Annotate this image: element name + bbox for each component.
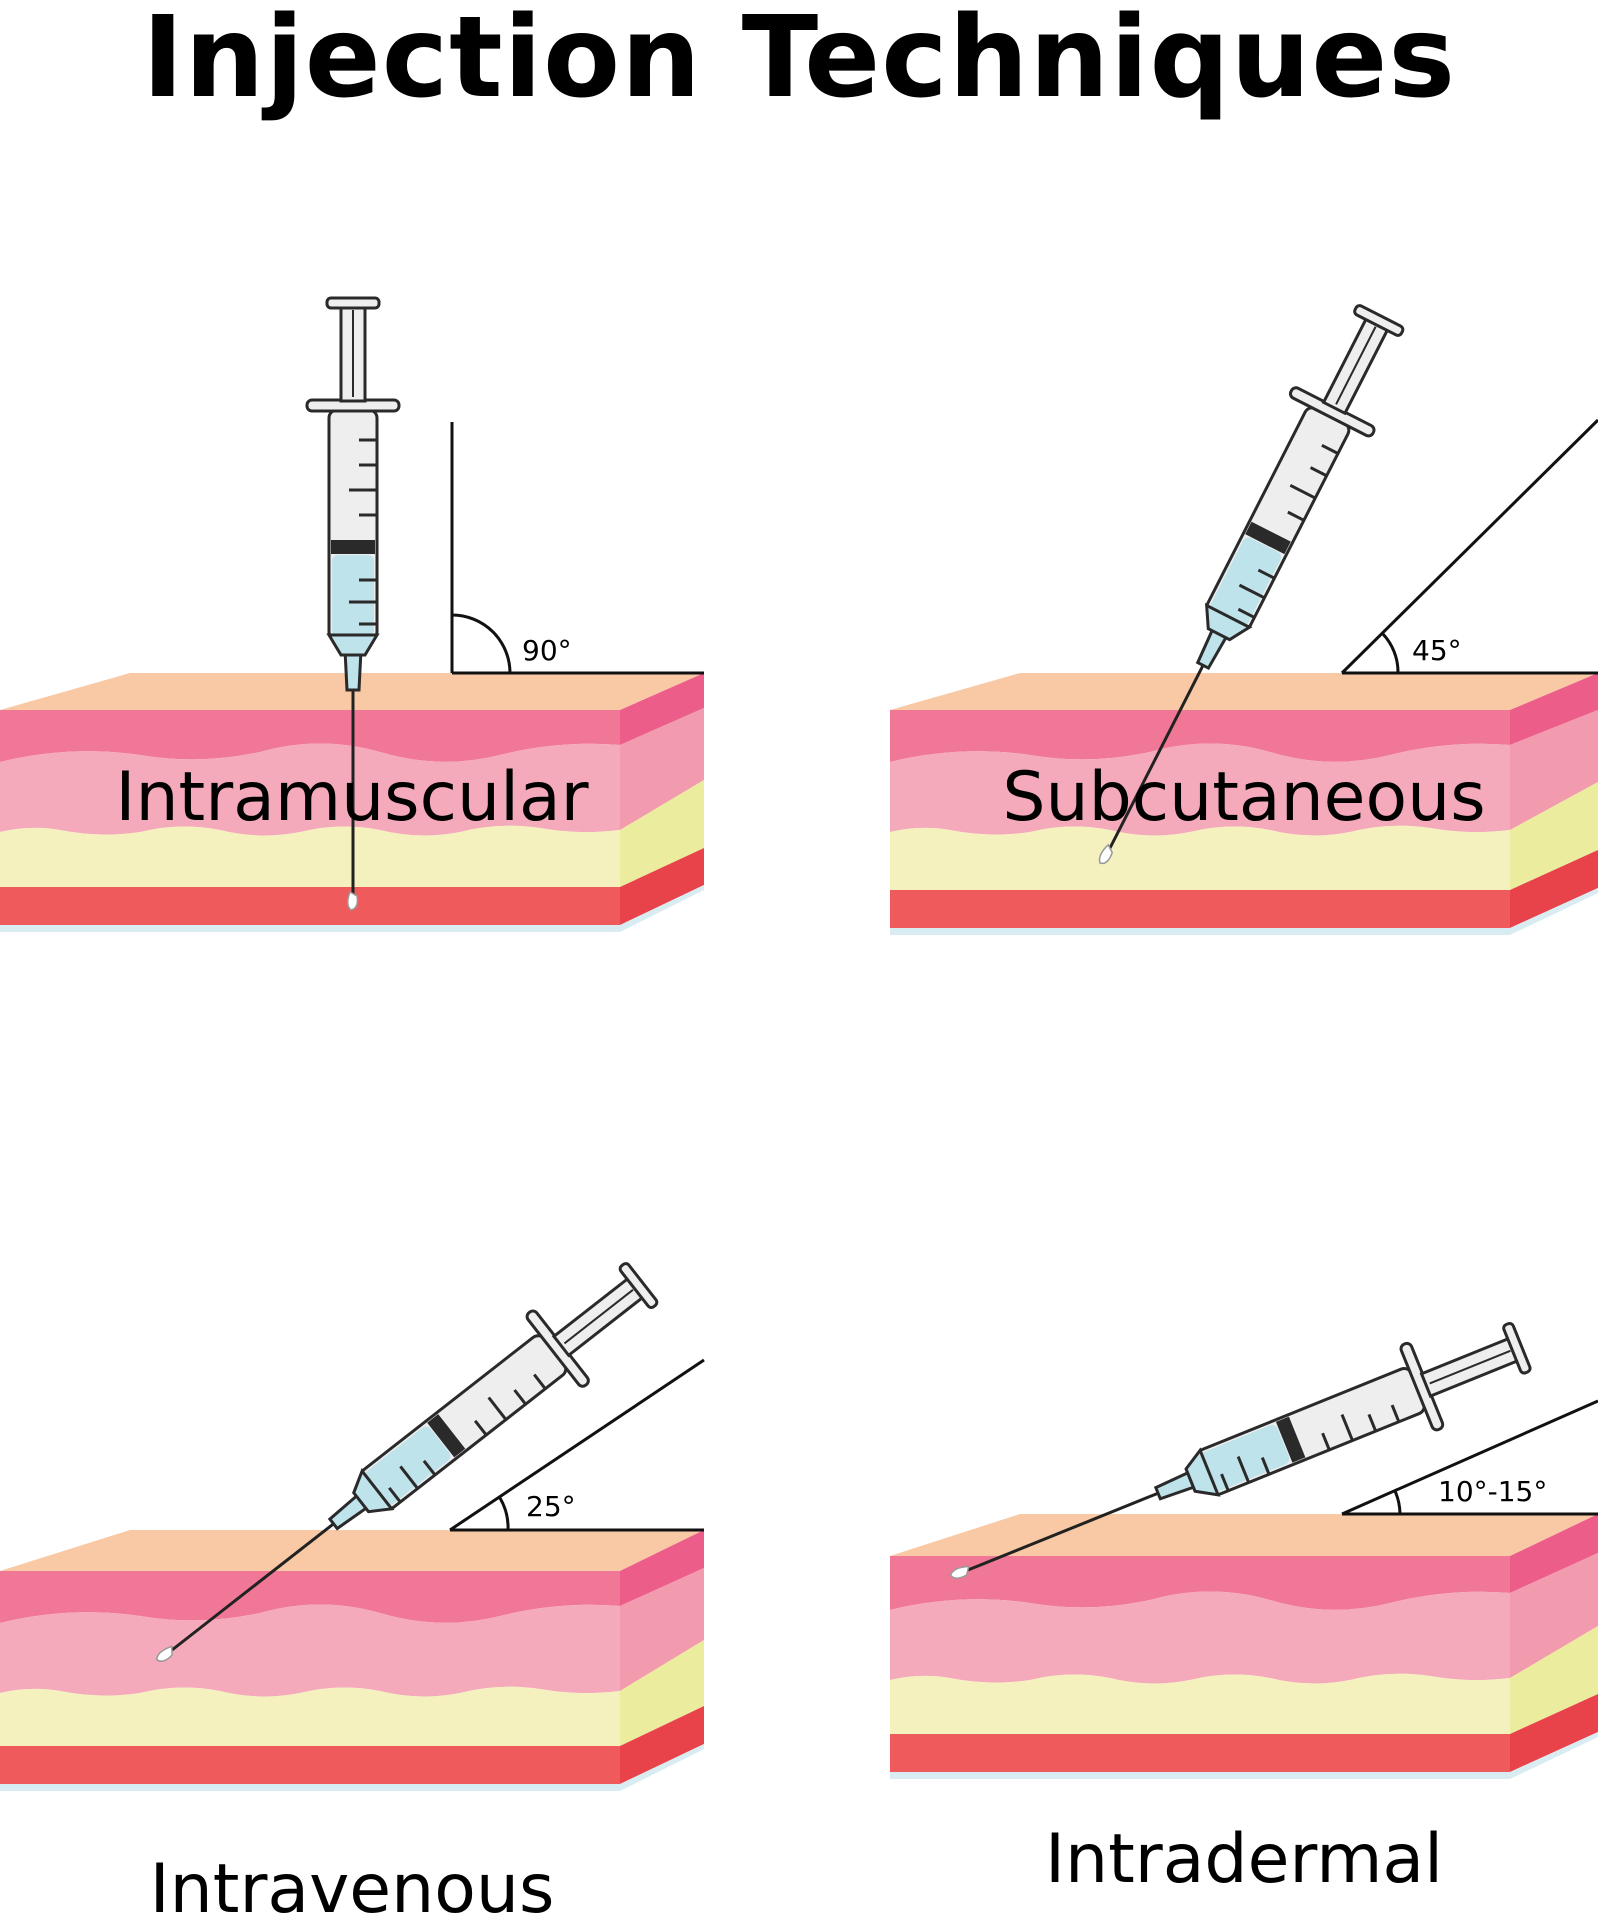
block-shadow — [890, 1732, 1598, 1779]
intramuscular-diagram: 90° — [0, 296, 704, 932]
skin-block — [890, 1514, 1598, 1779]
syringe — [305, 296, 401, 911]
dermis-layer — [890, 1591, 1510, 1684]
side-epidermis — [1510, 673, 1598, 745]
side-fat — [1510, 782, 1598, 890]
side-muscle — [620, 1706, 704, 1784]
fat-layer — [0, 825, 620, 887]
fat-layer — [890, 825, 1510, 890]
side-epidermis — [620, 673, 704, 745]
block-shadow — [890, 888, 1598, 935]
panel-intradermal: 10°-15° Intradermal — [890, 1098, 1598, 1899]
fat-layer — [0, 1686, 620, 1746]
epidermis-layer — [890, 710, 1510, 762]
page-title: Injection Techniques — [141, 0, 1456, 123]
dermis-layer — [890, 743, 1510, 836]
muscle-layer — [0, 887, 620, 925]
panel-subcutaneous: 45° Subcutaneous — [890, 240, 1598, 1000]
side-fat — [620, 1640, 704, 1746]
angle-label: 25° — [526, 1490, 576, 1523]
side-muscle — [1510, 1694, 1598, 1772]
side-dermis — [620, 1568, 704, 1691]
dermis-layer — [0, 743, 620, 836]
muscle-layer — [890, 1734, 1510, 1772]
epidermis-layer — [0, 710, 620, 762]
angle-indicator: 90° — [450, 422, 704, 675]
drug-droplet — [949, 1565, 970, 1579]
side-muscle — [620, 848, 704, 925]
skin-top-surface — [890, 673, 1598, 710]
syringe — [1098, 304, 1405, 865]
side-fat — [1510, 1626, 1598, 1734]
panel-label: Intravenous — [149, 1850, 555, 1929]
panel-label: Intradermal — [1044, 1820, 1443, 1899]
skin-top-surface — [0, 1530, 704, 1571]
drug-droplet — [1098, 843, 1114, 865]
angle-label: 90° — [522, 634, 572, 667]
angle-indicator: 25° — [449, 1358, 705, 1532]
intradermal-diagram: 10°-15° — [890, 1321, 1598, 1779]
side-dermis — [620, 708, 704, 830]
skin-block — [890, 673, 1598, 935]
muscle-layer — [0, 1746, 620, 1784]
syringe — [155, 1262, 659, 1662]
side-muscle — [1510, 850, 1598, 928]
drug-droplet — [347, 890, 359, 911]
panel-label: Intramuscular — [115, 758, 589, 837]
subcutaneous-diagram: 45° — [890, 304, 1598, 935]
angle-indicator: 45° — [1340, 418, 1598, 675]
panel-intramuscular: 90° — [0, 240, 799, 1000]
side-dermis — [1510, 710, 1598, 830]
skin-block — [0, 673, 704, 932]
skin-block — [0, 1530, 704, 1791]
panel-intravenous: 25° Intravenous — [0, 1098, 799, 1929]
side-epidermis — [620, 1530, 704, 1606]
epidermis-layer — [0, 1571, 620, 1623]
syringe — [949, 1321, 1532, 1579]
skin-top-surface — [890, 1514, 1598, 1556]
dermis-layer — [0, 1604, 620, 1697]
epidermis-layer — [890, 1556, 1510, 1610]
fat-layer — [890, 1673, 1510, 1734]
panel-label: Subcutaneous — [1002, 758, 1486, 837]
side-epidermis — [1510, 1514, 1598, 1593]
angle-label: 45° — [1412, 634, 1462, 667]
side-dermis — [1510, 1553, 1598, 1678]
block-shadow — [0, 885, 704, 932]
angle-label: 10°-15° — [1438, 1475, 1547, 1508]
drug-droplet — [155, 1645, 173, 1662]
block-shadow — [0, 1744, 704, 1791]
muscle-layer — [890, 890, 1510, 928]
angle-indicator: 10°-15° — [1341, 1399, 1598, 1516]
side-fat — [620, 780, 704, 887]
intravenous-diagram: 25° — [0, 1262, 705, 1791]
